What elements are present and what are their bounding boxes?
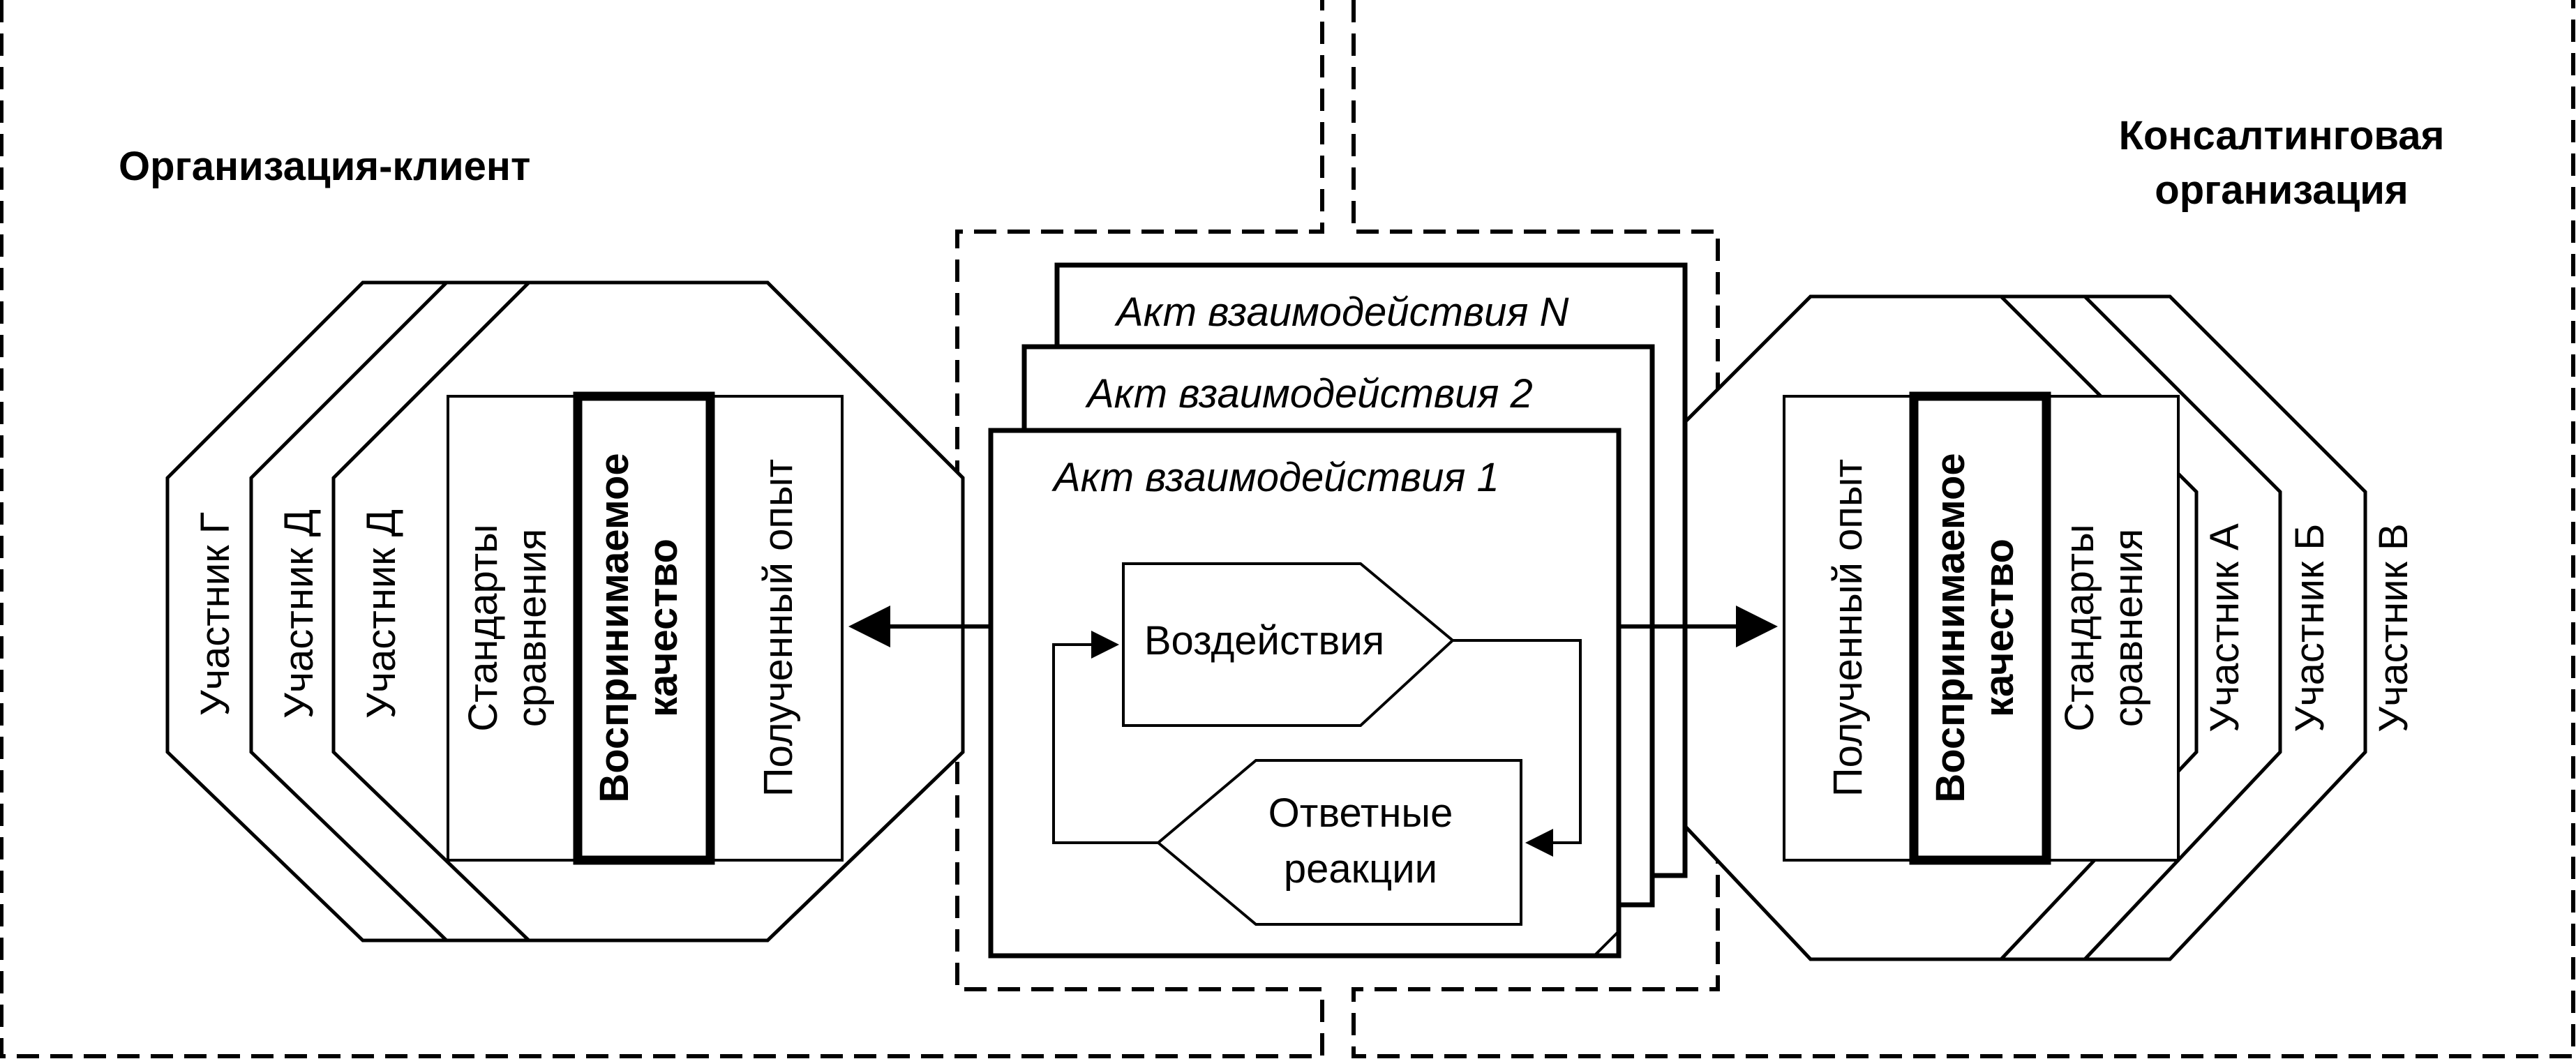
consulting-participant-b: Участник Б [2287,524,2332,733]
impacts-label: Воздействия [1144,618,1384,663]
responses-line1: Ответные [1268,790,1453,836]
impacts-box [1122,562,1455,727]
client-quality-block [447,391,844,865]
responses-to-impacts-arrow [1052,631,1158,844]
consulting-quality-block [1783,391,2180,865]
consulting-perceived-box [1909,391,2051,865]
client-standards-line2: сравнения [509,529,555,727]
client-participant-d1: Участник Д [276,509,322,719]
act-1-title: Акт взаимодействия 1 [1051,455,1499,500]
client-org-title: Организация-клиент [119,144,530,189]
responses-box [1155,759,1522,926]
consulting-org-title-line2: организация [2155,167,2408,213]
client-perceived-line1: Воспринимаемое [592,453,637,802]
consulting-participant-v: Участник В [2371,523,2416,733]
consulting-org-title-line1: Консалтинговая [2119,113,2445,158]
responses-line2: реакции [1284,846,1437,892]
act-n-title: Акт взаимодействия N [1114,290,1569,335]
consulting-standards-line2: сравнения [2106,529,2151,727]
consulting-standards-line1: Стандарты [2057,524,2102,731]
act-2-title: Акт взаимодействия 2 [1085,371,1533,416]
consulting-participant-a: Участник А [2202,523,2247,733]
consulting-org-frame [1351,0,2575,1058]
client-perceived-box [573,391,715,865]
feedback-loop-arrows [1052,631,1582,857]
client-perceived-line2: качество [641,539,686,717]
impacts-to-responses-arrow [1453,639,1582,857]
consulting-perceived-line2: качество [1977,539,2022,717]
client-experience: Полученный опыт [756,459,801,797]
consulting-perceived-line1: Воспринимаемое [1928,453,1973,802]
client-participant-g: Участник Г [193,512,238,716]
client-standards-line1: Стандарты [460,524,506,731]
client-org-frame [0,0,1324,1058]
client-participant-d2: Участник Д [359,509,404,719]
consulting-experience: Полученный опыт [1825,459,1871,797]
